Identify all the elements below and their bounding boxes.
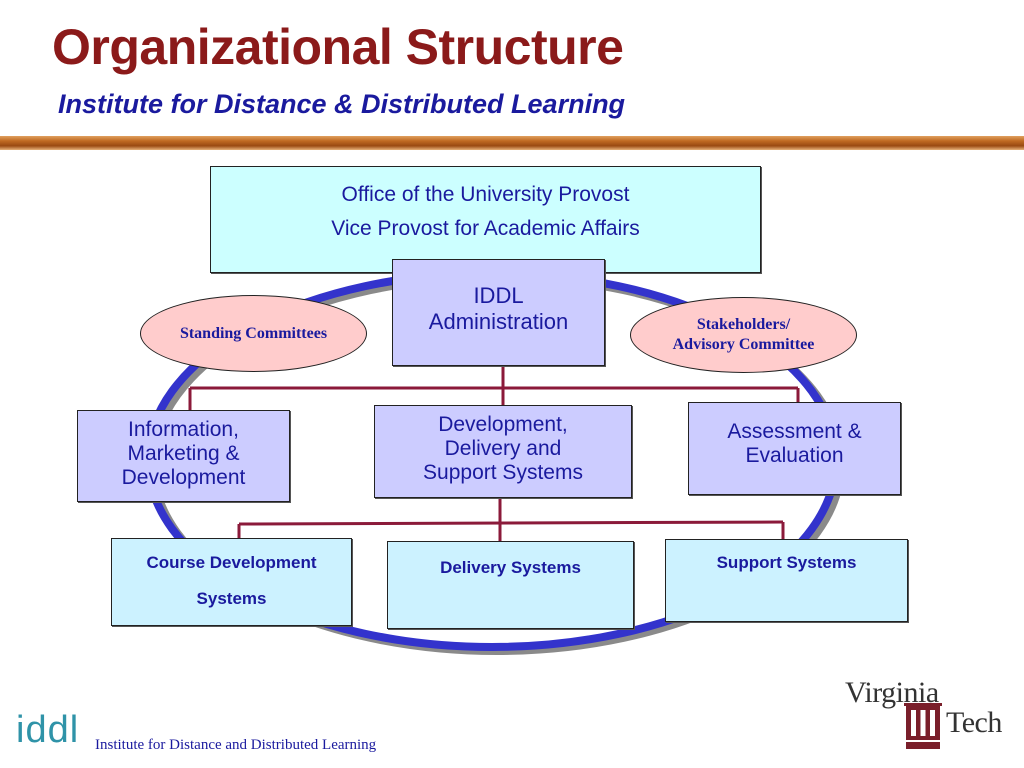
assess-line-1: Assessment & (727, 420, 862, 443)
development-delivery-box: Development, Delivery and Support System… (374, 405, 632, 498)
info-line-2: Marketing & (127, 442, 240, 465)
virginia-tech-word-1: Virginia (845, 676, 939, 709)
standing-committees-oval: Standing Committees (140, 295, 367, 372)
course-development-box: Course Development Systems (111, 538, 352, 626)
info-line-1: Information, (128, 418, 239, 441)
virginia-tech-word-2: Tech (946, 706, 1002, 739)
page-title: Organizational Structure (52, 19, 624, 75)
dev-line-2: Delivery and (444, 437, 562, 460)
admin-line-2: Administration (428, 309, 569, 334)
page-subtitle: Institute for Distance & Distributed Lea… (58, 89, 626, 119)
course-line-1: Course Development (146, 553, 317, 572)
stakeholders-line-1: Stakeholders/ (696, 316, 791, 333)
support-systems-box: Support Systems (665, 539, 908, 622)
provost-line-2: Vice Provost for Academic Affairs (331, 217, 640, 240)
stakeholders-oval: Stakeholders/ Advisory Committee (630, 297, 857, 373)
delivery-systems-box: Delivery Systems (387, 541, 634, 629)
assess-line-2: Evaluation (745, 444, 844, 467)
information-marketing-box: Information, Marketing & Development (77, 410, 290, 502)
provost-line-1: Office of the University Provost (341, 183, 630, 206)
footer-institute-name: Institute for Distance and Distributed L… (95, 737, 377, 753)
support-line-1: Support Systems (716, 553, 857, 572)
virginia-tech-logo-icon (904, 703, 942, 749)
stakeholders-line-2: Advisory Committee (672, 336, 815, 353)
delivery-line-1: Delivery Systems (440, 558, 581, 577)
provost-box: Office of the University Provost Vice Pr… (210, 166, 761, 273)
info-line-3: Development (121, 466, 246, 489)
upper-connectors (188, 366, 800, 410)
lower-connectors (237, 498, 785, 541)
iddl-administration-box: IDDL Administration (392, 259, 605, 366)
assessment-evaluation-box: Assessment & Evaluation (688, 402, 901, 495)
dev-line-3: Support Systems (423, 461, 583, 484)
dev-line-1: Development, (438, 413, 568, 436)
iddl-logo: iddl (16, 709, 80, 751)
course-line-2: Systems (196, 589, 267, 608)
admin-line-1: IDDL (473, 283, 524, 308)
standing-committees-label: Standing Committees (179, 324, 328, 342)
header-divider (0, 136, 1024, 150)
